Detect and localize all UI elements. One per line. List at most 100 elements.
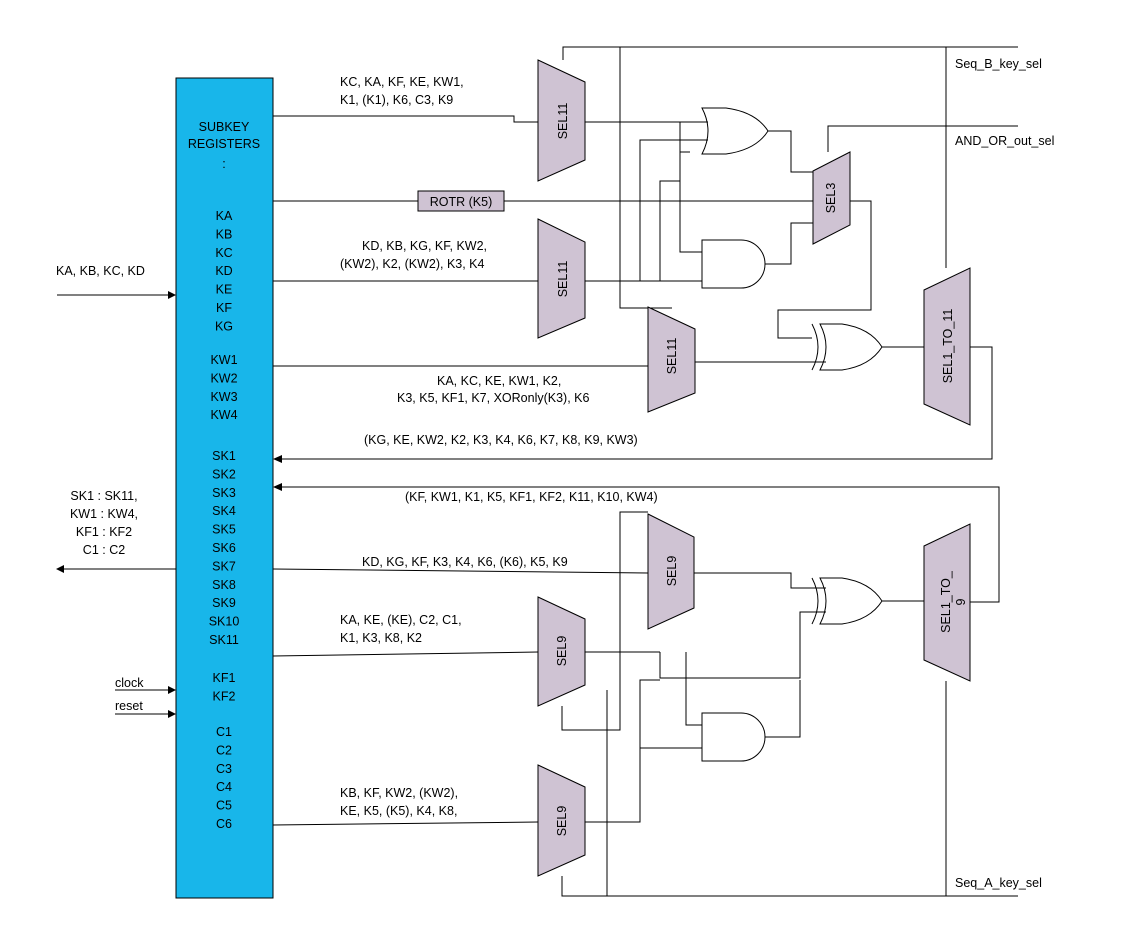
reg-to-sel9-mid-wire xyxy=(272,651,539,657)
sel11-top-to-and-wire xyxy=(679,122,702,253)
sel11-mid-to-sel3-wire xyxy=(659,151,690,281)
sel9-low-label: SEL9 xyxy=(555,806,569,837)
register-entry-kg: KG xyxy=(215,319,233,333)
sel11-top-mux xyxy=(537,59,586,182)
register-entry-sk3: SK3 xyxy=(212,486,236,500)
sel3-to-xor-wire xyxy=(777,200,872,339)
seq-b-key-sel-line xyxy=(562,46,1018,60)
register-entry-c3: C3 xyxy=(216,762,232,776)
sel9-top-to-xor-wire xyxy=(694,572,826,589)
sel9-mid-label: SEL9 xyxy=(555,636,569,667)
register-entry-c1: C1 xyxy=(216,725,232,739)
register-title-line2: REGISTERS xyxy=(188,137,260,151)
sel11-mid-mux xyxy=(537,218,586,339)
sel9-mid-to-and-wire xyxy=(685,652,702,726)
reg-to-sel9-top-wire xyxy=(272,568,649,574)
sel1-to-9-label-2: 9 xyxy=(954,598,968,605)
sel11-low-wire-label-1: KA, KC, KE, KW1, K2, xyxy=(437,374,561,388)
sel3-mux xyxy=(812,151,851,245)
and-or-out-sel-line xyxy=(827,125,1018,152)
sel9-mid-wire-label-2: K1, K3, K8, K2 xyxy=(340,631,422,645)
output-label-line1: SK1 : SK11, xyxy=(70,489,137,503)
reset-label: reset xyxy=(115,699,143,713)
clock-label: clock xyxy=(115,676,144,690)
sel1-to-9-feedback-wire xyxy=(282,486,1000,603)
sel9-mid-mux xyxy=(537,596,586,707)
output-arrow xyxy=(56,565,64,573)
input-keys-label: KA, KB, KC, KD xyxy=(56,264,145,278)
register-entry-c2: C2 xyxy=(216,743,232,757)
register-entry-sk9: SK9 xyxy=(212,596,236,610)
register-entry-sk8: SK8 xyxy=(212,578,236,592)
register-entry-kd: KD xyxy=(215,264,232,278)
and-lower-out-wire xyxy=(765,680,801,738)
output-label-line2: KW1 : KW4, xyxy=(70,507,138,521)
feedback-b-arrow xyxy=(273,455,282,463)
seq-a-key-sel-line xyxy=(561,876,1018,897)
and-or-out-sel-label: AND_OR_out_sel xyxy=(955,134,1054,148)
rotr-label: ROTR (K5) xyxy=(430,195,493,209)
sel11-mid-wire-label-2: (KW2), K2, (KW2), K3, K4 xyxy=(340,257,485,271)
reg-to-sel11-top-wire xyxy=(273,115,538,123)
xor-gate-lower-back-curve xyxy=(811,577,819,625)
sel9-low-mux xyxy=(537,764,586,877)
sel3-label: SEL3 xyxy=(824,183,838,214)
sel9-top-label: SEL9 xyxy=(665,556,679,587)
sel11-mid-to-or-wire xyxy=(639,139,708,281)
xor-gate-upper xyxy=(819,323,883,371)
register-entry-c5: C5 xyxy=(216,799,232,813)
sel9-top-wire-label: KD, KG, KF, K3, K4, K6, (K6), K5, K9 xyxy=(362,555,568,569)
sel11-mid-label: SEL11 xyxy=(556,261,570,298)
sel11-top-to-sel11-low-wire xyxy=(619,160,672,309)
register-entry-kf1: KF1 xyxy=(213,671,236,685)
output-label-line4: C1 : C2 xyxy=(83,543,125,557)
register-entry-c4: C4 xyxy=(216,780,232,794)
feedback-a-arrow xyxy=(273,483,282,491)
sel9-low-wire-label-1: KB, KF, KW2, (KW2), xyxy=(340,786,458,800)
and-to-sel3-wire xyxy=(765,222,813,265)
seq-b-key-sel-label: Seq_B_key_sel xyxy=(955,57,1042,71)
seq-a-key-sel-label: Seq_A_key_sel xyxy=(955,876,1042,890)
register-entry-sk5: SK5 xyxy=(212,523,236,537)
register-title-line3: : xyxy=(222,157,225,171)
sel11-top-wire-label-2: K1, (K1), K6, C3, K9 xyxy=(340,93,453,107)
sel11-top-label: SEL11 xyxy=(556,103,570,140)
or-gate-upper xyxy=(701,107,769,155)
reset-arrow xyxy=(168,710,176,718)
register-entry-sk4: SK4 xyxy=(212,504,236,518)
sel9-top-mux xyxy=(647,513,695,630)
register-entry-sk1: SK1 xyxy=(212,449,236,463)
xor-gate-lower xyxy=(819,577,883,625)
register-entry-kw2: KW2 xyxy=(210,371,237,385)
register-entry-kw3: KW3 xyxy=(210,390,237,404)
sel1-to-9-label-1: SEL1_TO_ xyxy=(939,570,953,633)
sel11-mid-wire-label-1: KD, KB, KG, KF, KW2, xyxy=(362,239,487,253)
and-gate-lower xyxy=(701,712,766,762)
or-to-sel3-wire xyxy=(768,130,813,173)
register-entry-kf2: KF2 xyxy=(213,689,236,703)
register-entry-sk11: SK11 xyxy=(209,633,239,647)
register-entry-sk7: SK7 xyxy=(212,559,236,573)
clock-arrow xyxy=(168,686,176,694)
register-entry-c6: C6 xyxy=(216,817,232,831)
register-entry-sk6: SK6 xyxy=(212,541,236,555)
sel11-low-wire-label-2: K3, K5, KF1, K7, XORonly(K3), K6 xyxy=(397,391,589,405)
feedback-a-label: (KF, KW1, K1, K5, KF1, KF2, K11, K10, KW… xyxy=(405,490,658,504)
sel1-to-11-label: SEL1_TO_11 xyxy=(941,309,955,384)
sel9-low-wire-label-2: KE, K5, (K5), K4, K8, xyxy=(340,804,457,818)
register-entry-sk10: SK10 xyxy=(209,615,240,629)
sel11-top-wire-label-1: KC, KA, KF, KE, KW1, xyxy=(340,75,464,89)
register-entry-ka: KA xyxy=(216,209,233,223)
reg-to-sel9-low-wire xyxy=(272,821,539,826)
sel11-low-label: SEL11 xyxy=(665,338,679,375)
register-entries: KAKBKCKDKEKFKGKW1KW2KW3KW4SK1SK2SK3SK4SK… xyxy=(209,209,240,831)
subkey-register-block xyxy=(175,77,274,899)
register-entry-kw1: KW1 xyxy=(210,353,237,367)
register-entry-kw4: KW4 xyxy=(210,408,237,422)
register-entry-kf: KF xyxy=(216,301,232,315)
feedback-b-label: (KG, KE, KW2, K2, K3, K4, K6, K7, K8, K9… xyxy=(364,433,638,447)
xor-gate-upper-back-curve xyxy=(811,323,819,371)
sel11-low-mux xyxy=(647,306,696,413)
register-entry-kb: KB xyxy=(216,227,233,241)
